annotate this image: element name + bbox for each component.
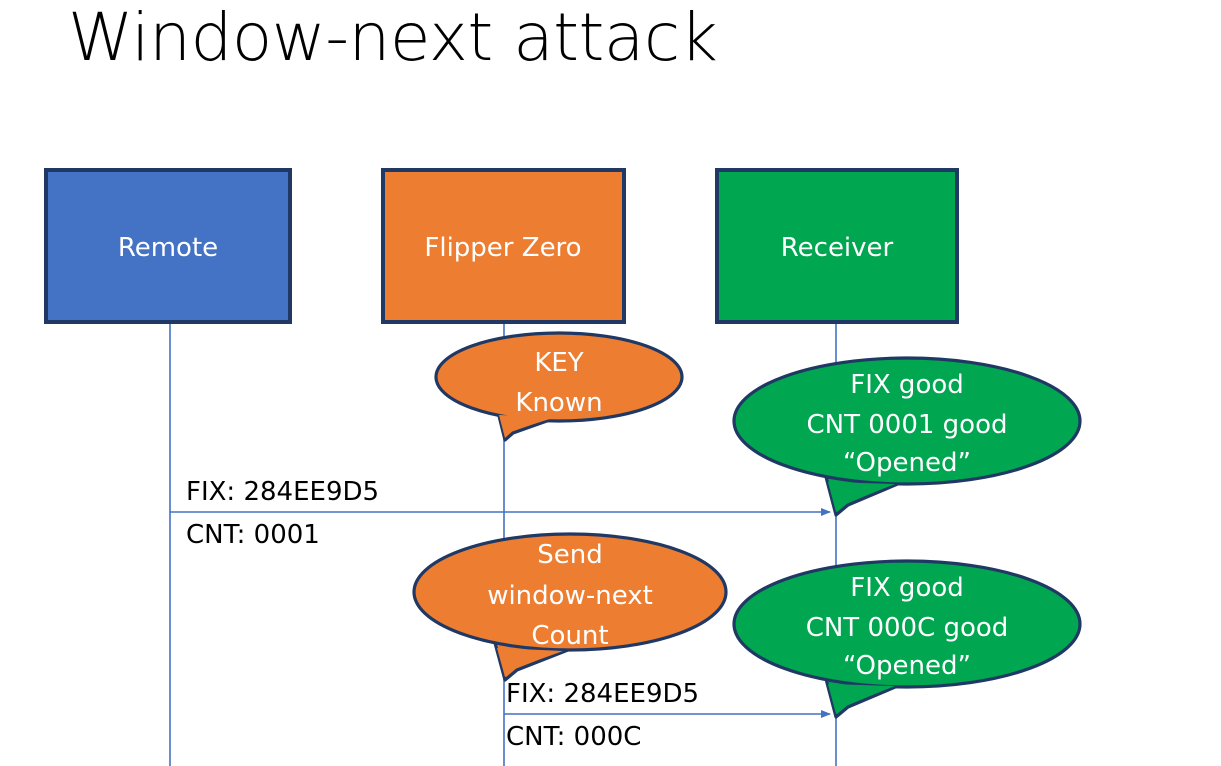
callout-receiver-ack-2[interactable]: FIX good CNT 000C good “Opened” [732,559,1082,719]
actor-label-receiver: Receiver [781,233,894,263]
callout-send-window-next-tail-fill [497,648,563,677]
callout-receiver-ack-1-line-1: FIX good [850,370,964,400]
actor-remote[interactable]: Remote [44,168,292,324]
callout-key-known-line-2: Known [515,388,602,418]
callout-receiver-ack-2-body[interactable] [732,559,1082,689]
callout-send-window-next-body[interactable] [412,532,728,652]
message-2-line-2: CNT: 000C [506,722,641,752]
actor-box-receiver[interactable] [715,168,959,324]
actor-label-remote: Remote [118,233,218,263]
callout-receiver-ack-2-line-2: CNT 000C good [806,613,1009,643]
callout-receiver-ack-1-body[interactable] [732,356,1082,486]
page-title: Window-next attack [68,0,718,76]
message-1-line-1: FIX: 284EE9D5 [186,477,379,507]
actor-label-flipper-zero: Flipper Zero [424,233,581,263]
callout-key-known-tail-fill [499,415,556,438]
message-flipper-to-receiver: FIX: 284EE9D5 CNT: 000C [504,679,831,752]
callout-send-window-next-line-3: Count [531,621,608,651]
callout-receiver-ack-2-tail-fill [828,684,895,714]
callout-key-known-line-1: KEY [534,348,583,378]
callout-key-known-body[interactable] [434,331,684,423]
message-remote-to-receiver: FIX: 284EE9D5 CNT: 0001 [170,477,831,550]
callout-receiver-ack-1-line-2: CNT 0001 good [806,410,1007,440]
actor-box-flipper-zero[interactable] [381,168,626,324]
callout-key-known[interactable]: KEY Known [434,331,684,442]
callout-receiver-ack-2-line-3: “Opened” [843,651,971,681]
callout-send-window-next[interactable]: Send window-next Count [412,532,728,682]
actor-box-remote[interactable] [44,168,292,324]
message-2-line-1: FIX: 284EE9D5 [506,679,699,709]
actor-flipper-zero[interactable]: Flipper Zero [381,168,626,324]
message-1-line-2: CNT: 0001 [186,520,320,550]
callout-send-window-next-line-1: Send [537,540,602,570]
callout-receiver-ack-1[interactable]: FIX good CNT 0001 good “Opened” [732,356,1082,517]
callout-receiver-ack-1-tail-fill [828,482,895,512]
callout-send-window-next-line-2: window-next [487,581,653,611]
callout-receiver-ack-1-line-3: “Opened” [843,448,971,478]
callout-receiver-ack-2-line-1: FIX good [850,573,964,603]
actor-receiver[interactable]: Receiver [715,168,959,324]
